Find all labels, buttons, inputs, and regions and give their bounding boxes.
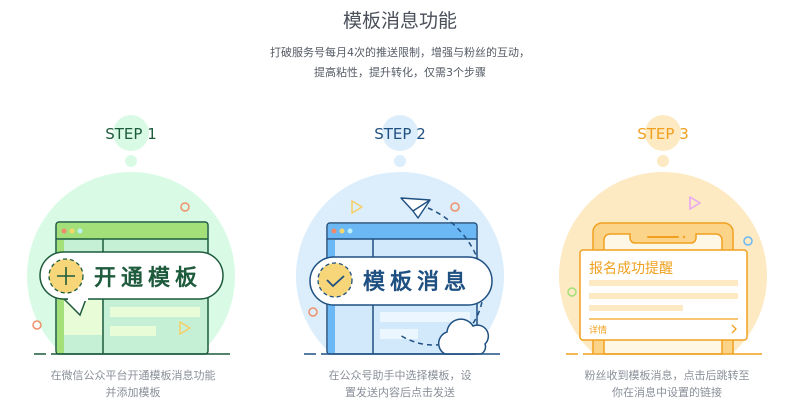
message-template-bubble: 模板消息 bbox=[309, 256, 493, 306]
chevron-right-icon bbox=[731, 324, 737, 334]
step-2-label-bubble bbox=[382, 115, 418, 151]
notification-card[interactable]: 报名成功提醒 详情 bbox=[579, 249, 748, 341]
step-3-caption: 粉丝收到模板消息，点击后跳转至 你在消息中设置的链接 bbox=[532, 367, 800, 401]
open-template-bubble: 开通模板 bbox=[39, 251, 224, 317]
triangle-icon bbox=[179, 321, 191, 335]
step-2-label: STEP 2 bbox=[374, 125, 426, 143]
step-1-label-bubble bbox=[113, 115, 149, 151]
paper-plane-icon bbox=[400, 197, 431, 219]
step-3-label-bubble bbox=[645, 115, 681, 151]
step-3-illustration: STEP 3 报名成功提醒 详情 bbox=[532, 110, 800, 360]
ring-icon bbox=[308, 307, 318, 317]
ring-icon bbox=[180, 202, 190, 212]
caption-line: 置发送内容后点击发送 bbox=[345, 386, 455, 399]
subtitle-line-1: 打破服务号每月4次的推送限制，增强与粉丝的互动， bbox=[270, 46, 530, 59]
caption-line: 并添加模板 bbox=[105, 386, 161, 399]
step-1-caption: 在微信公众平台开通模板消息功能 并添加模板 bbox=[0, 367, 268, 401]
step-1-dot bbox=[125, 155, 137, 167]
caption-line: 在公众号助手中选择模板，设 bbox=[328, 369, 472, 382]
ring-icon bbox=[743, 236, 753, 246]
cloud-icon bbox=[437, 318, 490, 355]
check-icon bbox=[317, 262, 353, 298]
step-2-caption: 在公众号助手中选择模板，设 置发送内容后点击发送 bbox=[265, 367, 535, 401]
step-2-illustration: STEP 2 模板消息 bbox=[265, 110, 535, 360]
card-details-link[interactable]: 详情 bbox=[589, 324, 607, 336]
subtitle-line-2: 提高粘性，提升转化，仅需3个步骤 bbox=[314, 66, 486, 79]
step-3-label: STEP 3 bbox=[637, 125, 689, 143]
step-1-label: STEP 1 bbox=[105, 125, 157, 143]
ring-icon bbox=[567, 287, 577, 297]
step-2-dot bbox=[394, 155, 406, 167]
caption-line: 在微信公众平台开通模板消息功能 bbox=[50, 369, 216, 382]
triangle-icon bbox=[351, 200, 363, 214]
card-title: 报名成功提醒 bbox=[589, 261, 673, 277]
triangle-icon bbox=[689, 196, 701, 210]
svg-text:开通模板: 开通模板 bbox=[94, 266, 202, 291]
ring-icon bbox=[32, 320, 42, 330]
step-3-dot bbox=[657, 155, 669, 167]
caption-line: 粉丝收到模板消息，点击后跳转至 bbox=[584, 369, 750, 382]
svg-text:模板消息: 模板消息 bbox=[363, 269, 471, 295]
caption-line: 你在消息中设置的链接 bbox=[612, 386, 722, 399]
page-title: 模板消息功能 bbox=[342, 10, 457, 32]
flight-path bbox=[399, 207, 485, 346]
ring-icon bbox=[450, 202, 460, 212]
step-1-illustration: STEP 1 开通模板 bbox=[0, 110, 268, 360]
